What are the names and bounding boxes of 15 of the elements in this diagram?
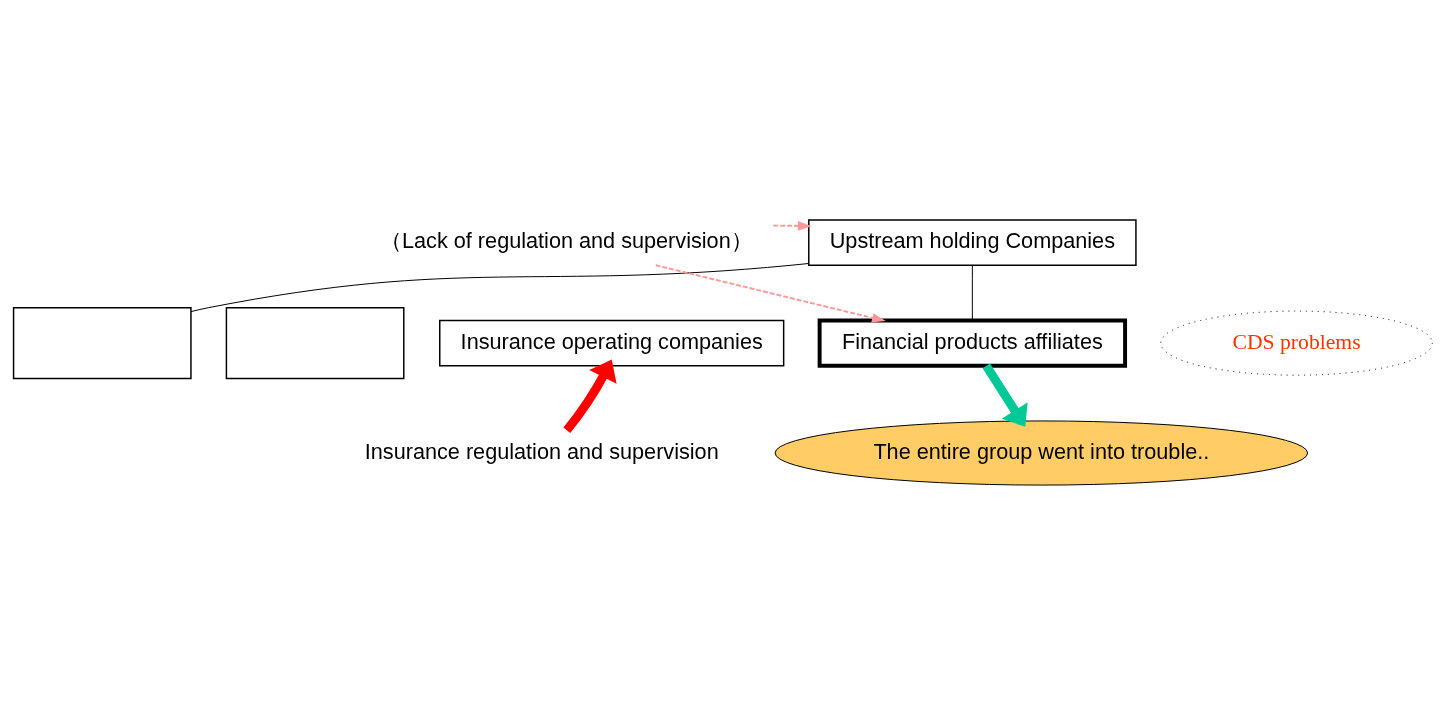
arrow xyxy=(563,359,617,433)
node-text: （Lack of regulation and supervision） xyxy=(380,227,753,253)
node-box: Financial products affiliates xyxy=(817,317,1128,368)
node-ellipse: CDS problems xyxy=(1160,310,1433,376)
arrow xyxy=(654,263,886,323)
node-box: Insurance operating companies xyxy=(439,319,785,366)
connector xyxy=(190,262,809,312)
connector xyxy=(971,264,973,321)
arrow xyxy=(982,363,1028,427)
node-text: Insurance regulation and supervision xyxy=(364,438,719,464)
arrow xyxy=(772,220,812,231)
node-ellipse: The entire group went into trouble.. xyxy=(774,419,1309,486)
node-box xyxy=(12,306,192,379)
node-box: Upstream holding Companies xyxy=(808,218,1137,266)
node-box xyxy=(225,306,405,379)
